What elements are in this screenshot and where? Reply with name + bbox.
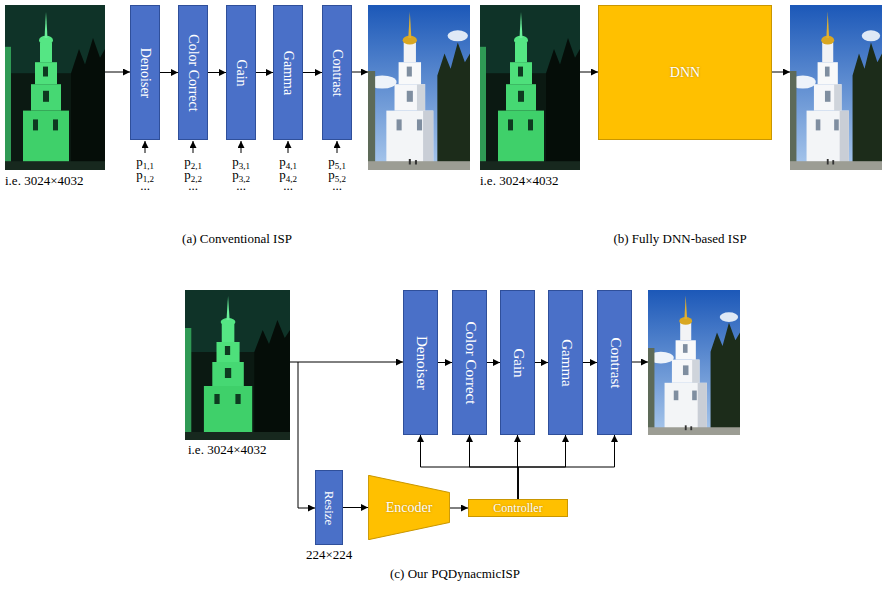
note-label: i.e. 3024×4032 <box>188 443 266 456</box>
param-arrow <box>193 141 194 153</box>
raw-photo <box>480 5 580 170</box>
note-label: 224×224 <box>306 548 352 561</box>
stage-box: Resize <box>315 470 343 545</box>
caption-label: ... <box>140 179 150 192</box>
flow-arrow <box>160 72 178 73</box>
param-arrow <box>145 141 146 153</box>
param-arrow <box>337 141 338 153</box>
stage-label: Color Correct <box>185 34 201 111</box>
input-arrow <box>105 72 130 73</box>
flow-arrow <box>518 435 615 499</box>
network-box: DNN <box>598 5 772 140</box>
parameter-label: p5,1 <box>328 155 346 168</box>
stage-box: Gamma <box>273 5 303 140</box>
flow-arrow <box>450 508 468 509</box>
output-photo <box>790 5 882 170</box>
flow-arrow <box>438 362 452 363</box>
caption-label: ... <box>332 179 342 192</box>
flow-arrow <box>535 362 548 363</box>
caption-label: (b) Fully DNN-based ISP <box>613 232 746 245</box>
param-arrow <box>288 141 289 153</box>
stage-label: Gain <box>509 348 526 377</box>
stage-label: Color Correct <box>461 321 478 404</box>
raw-photo <box>185 290 290 440</box>
input-arrow <box>580 72 598 73</box>
caption-label: ... <box>188 179 198 192</box>
output-arrow <box>352 72 368 73</box>
flow-arrow <box>256 72 273 73</box>
stage-label: Denoiser <box>412 335 429 389</box>
branch-arrow <box>298 362 315 508</box>
network-box: Controller <box>468 499 568 517</box>
stage-label: Encoder <box>386 500 433 516</box>
raw-photo <box>5 5 105 170</box>
stage-box: Contrast <box>322 5 352 140</box>
parameter-label: p4,1 <box>279 155 297 168</box>
stage-label: Denoiser <box>137 47 153 98</box>
caption-label: ... <box>283 179 293 192</box>
stage-label: DNN <box>670 65 700 81</box>
note-label: i.e. 3024×4032 <box>480 174 558 187</box>
stage-label: Contrast <box>329 49 345 96</box>
flow-arrow <box>583 362 597 363</box>
stage-label: Controller <box>493 501 542 516</box>
stage-box: Color Correct <box>178 5 208 140</box>
caption-label: (a) Conventional ISP <box>182 232 292 245</box>
stage-box: Contrast <box>597 290 632 435</box>
flow-arrow <box>487 362 500 363</box>
stage-label: Gamma <box>280 50 296 94</box>
flow-arrow <box>470 435 519 499</box>
output-photo <box>368 5 470 170</box>
output-photo <box>648 290 740 435</box>
caption-label: ... <box>236 179 246 192</box>
stage-box: Denoiser <box>130 5 160 140</box>
stage-label: Gain <box>233 59 249 86</box>
flow-arrow <box>343 507 368 508</box>
flow-arrow <box>208 72 226 73</box>
output-arrow <box>632 362 648 363</box>
stage-box: Gamma <box>548 290 583 435</box>
parameter-label: p3,1 <box>232 155 250 168</box>
stage-box: Gain <box>226 5 256 140</box>
output-arrow <box>772 72 790 73</box>
caption-label: (c) Our PQDynacmicISP <box>390 567 520 580</box>
encoder-trapezoid: Encoder <box>368 475 450 540</box>
input-arrow <box>290 362 403 363</box>
stage-label: Gamma <box>557 339 574 386</box>
flow-arrow <box>303 72 322 73</box>
param-arrow <box>241 141 242 153</box>
stage-box: Gain <box>500 290 535 435</box>
stage-box: Denoiser <box>403 290 438 435</box>
stage-label: Resize <box>321 490 337 525</box>
note-label: i.e. 3024×4032 <box>5 174 83 187</box>
stage-box: Color Correct <box>452 290 487 435</box>
parameter-label: p1,1 <box>136 155 154 168</box>
parameter-label: p2,1 <box>184 155 202 168</box>
stage-label: Contrast <box>606 337 623 388</box>
